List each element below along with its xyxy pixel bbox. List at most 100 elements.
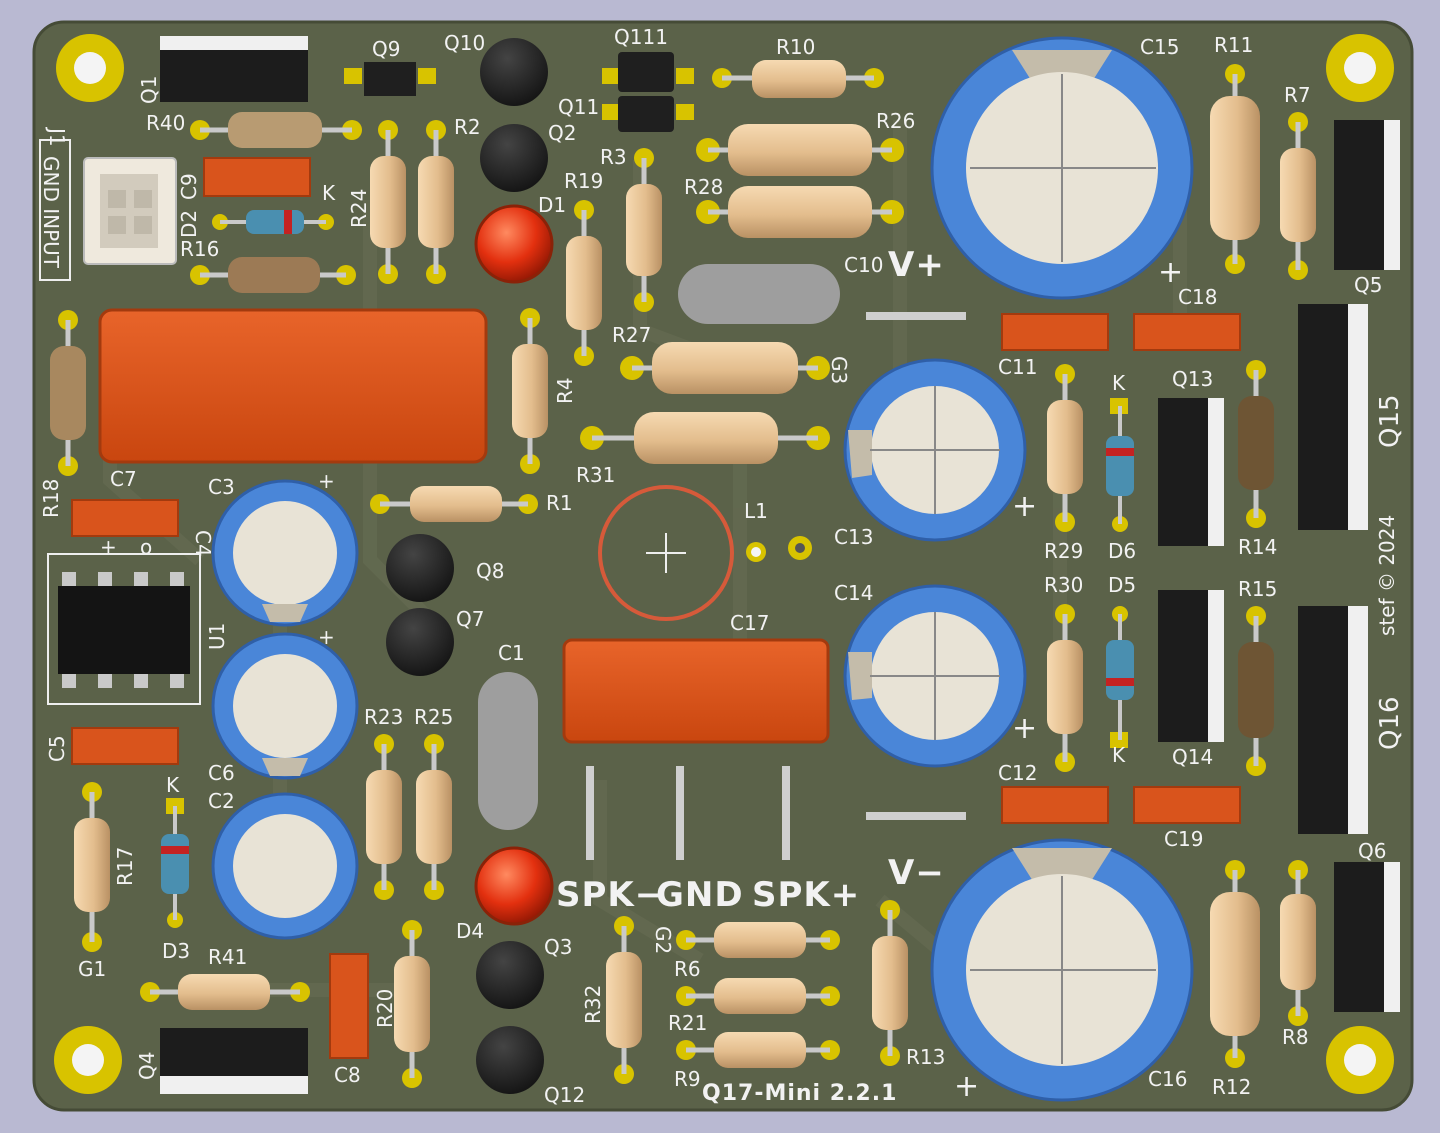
svg-text:R28: R28	[684, 175, 723, 199]
led-d4	[474, 846, 554, 926]
svg-text:Q111: Q111	[614, 25, 668, 49]
svg-text:Q7: Q7	[456, 607, 484, 631]
svg-text:+: +	[100, 535, 117, 559]
svg-text:R13: R13	[906, 1045, 945, 1069]
jumpers	[586, 312, 966, 860]
svg-text:Q8: Q8	[476, 559, 504, 583]
svg-text:SPK+: SPK+	[752, 875, 860, 915]
svg-text:Q5: Q5	[1354, 273, 1382, 297]
svg-text:C12: C12	[998, 761, 1037, 785]
svg-text:D3: D3	[162, 939, 190, 963]
svg-text:D4: D4	[456, 919, 484, 943]
electrolytic-capacitors	[211, 36, 1194, 1102]
led-d1	[474, 204, 554, 284]
svg-text:SPK−: SPK−	[556, 875, 664, 915]
svg-text:Q12: Q12	[544, 1083, 585, 1107]
svg-text:R25: R25	[414, 705, 453, 729]
svg-text:Q14: Q14	[1172, 745, 1213, 769]
svg-text:R11: R11	[1214, 33, 1253, 57]
svg-text:R9: R9	[674, 1067, 701, 1091]
svg-text:GND INPUT: GND INPUT	[39, 156, 63, 269]
power-transistors	[160, 36, 1400, 1094]
svg-text:D6: D6	[1108, 539, 1136, 563]
svg-text:R23: R23	[364, 705, 403, 729]
svg-text:R26: R26	[876, 109, 915, 133]
svg-text:+: +	[1012, 489, 1037, 524]
svg-text:R15: R15	[1238, 577, 1277, 601]
svg-text:C2: C2	[208, 789, 235, 813]
svg-text:G2: G2	[651, 926, 675, 954]
svg-text:C10: C10	[844, 253, 883, 277]
svg-text:K: K	[166, 773, 180, 797]
smd-transistors	[344, 52, 694, 132]
svg-text:R6: R6	[674, 957, 701, 981]
svg-text:V−: V−	[888, 853, 945, 893]
svg-text:Q4: Q4	[135, 1052, 159, 1080]
svg-text:K: K	[1112, 743, 1126, 767]
svg-text:C5: C5	[45, 735, 69, 762]
svg-text:+: +	[1012, 711, 1037, 746]
film-capacitor-c7	[98, 308, 488, 464]
svg-text:R17: R17	[113, 847, 137, 886]
svg-text:C8: C8	[334, 1063, 361, 1087]
svg-text:R8: R8	[1282, 1025, 1309, 1049]
svg-text:G3: G3	[827, 356, 851, 384]
ceramic-capacitor-c10	[678, 264, 840, 324]
svg-text:R20: R20	[373, 989, 397, 1028]
svg-text:C1: C1	[498, 641, 525, 665]
svg-text:V+: V+	[888, 245, 945, 285]
svg-text:R32: R32	[581, 985, 605, 1024]
svg-text:Q9: Q9	[372, 37, 400, 61]
svg-text:Q13: Q13	[1172, 367, 1213, 391]
svg-text:R27: R27	[612, 323, 651, 347]
svg-text:C4: C4	[191, 530, 215, 557]
mounting-holes	[54, 34, 1394, 1094]
svg-text:R2: R2	[454, 115, 481, 139]
svg-text:J1: J1	[45, 126, 69, 147]
svg-text:C11: C11	[998, 355, 1037, 379]
svg-text:Q6: Q6	[1358, 839, 1386, 863]
svg-text:C9: C9	[177, 173, 201, 200]
svg-text:R29: R29	[1044, 539, 1083, 563]
svg-text:+: +	[954, 1069, 979, 1104]
film-capacitor-c17	[562, 638, 830, 744]
svg-text:R14: R14	[1238, 535, 1277, 559]
svg-text:D1: D1	[538, 193, 566, 217]
svg-text:U1: U1	[205, 623, 229, 650]
svg-text:C13: C13	[834, 525, 873, 549]
svg-text:C7: C7	[110, 467, 137, 491]
smd-capacitors	[71, 157, 1241, 1059]
svg-text:R24: R24	[347, 189, 371, 228]
svg-text:C17: C17	[730, 611, 769, 635]
svg-text:R3: R3	[600, 145, 627, 169]
svg-text:Q1: Q1	[137, 76, 161, 104]
svg-text:Q15: Q15	[1375, 394, 1405, 448]
input-connector	[39, 139, 177, 281]
svg-text:R7: R7	[1284, 83, 1311, 107]
svg-text:D2: D2	[177, 210, 201, 238]
svg-text:stef © 2024: stef © 2024	[1375, 515, 1399, 636]
svg-text:R21: R21	[668, 1011, 707, 1035]
svg-text:Q16: Q16	[1375, 696, 1405, 750]
svg-text:R41: R41	[208, 945, 247, 969]
svg-text:GND: GND	[656, 875, 744, 915]
svg-text:R12: R12	[1212, 1075, 1251, 1099]
svg-text:R40: R40	[146, 111, 185, 135]
svg-text:G1: G1	[78, 957, 106, 981]
svg-text:+: +	[318, 469, 335, 493]
svg-text:R4: R4	[553, 377, 577, 404]
svg-text:+: +	[1158, 255, 1183, 290]
svg-text:K: K	[322, 181, 336, 205]
to92-transistors	[386, 38, 548, 1094]
svg-text:Q3: Q3	[544, 935, 572, 959]
svg-text:Q17-Mini 2.2.1: Q17-Mini 2.2.1	[702, 1081, 897, 1106]
svg-text:K: K	[1112, 371, 1126, 395]
svg-text:D5: D5	[1108, 573, 1136, 597]
svg-text:C19: C19	[1164, 827, 1203, 851]
svg-text:R1: R1	[546, 491, 573, 515]
svg-text:Q2: Q2	[548, 121, 576, 145]
svg-text:R18: R18	[39, 479, 63, 518]
ceramic-capacitor-c1	[478, 672, 538, 830]
svg-text:+: +	[318, 625, 335, 649]
